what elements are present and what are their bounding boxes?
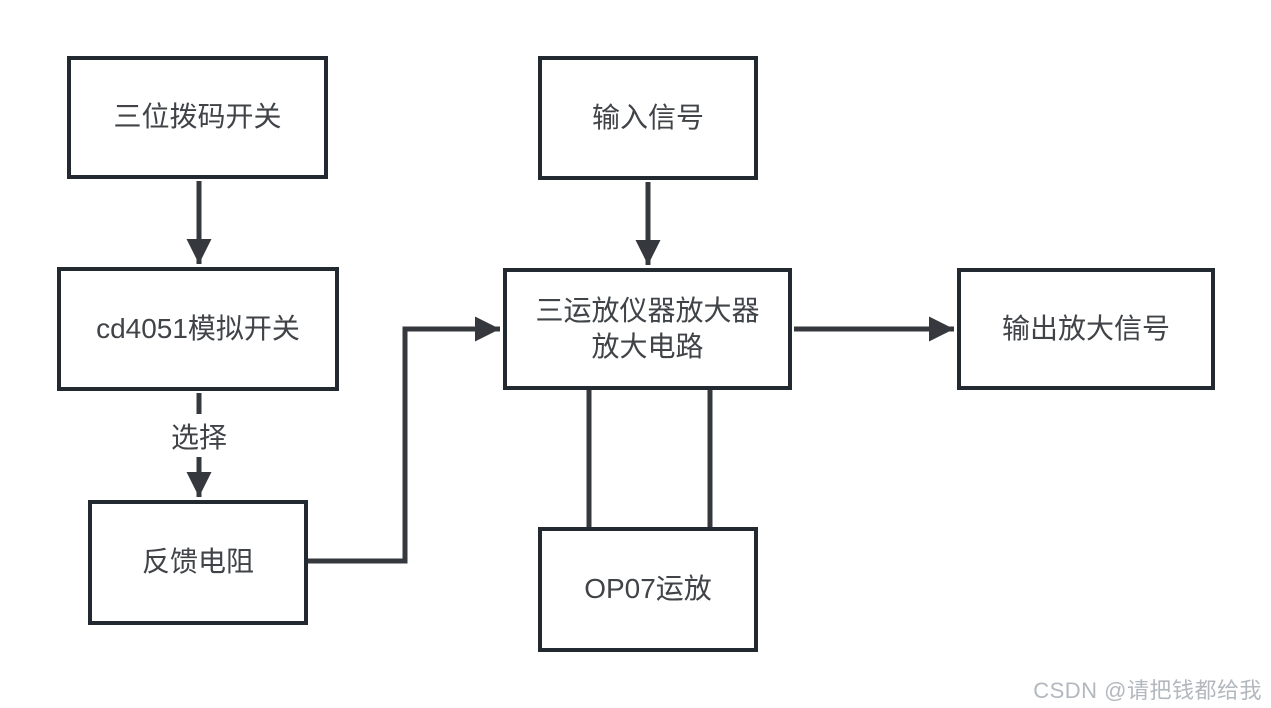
node-cd4051-label: cd4051模拟开关: [96, 312, 300, 344]
node-dip-switch: 三位拨码开关: [67, 56, 328, 179]
node-input-signal-label: 输入信号: [591, 101, 704, 133]
node-amplifier-label-line2: 放大电路: [591, 331, 704, 362]
node-op07-label: OP07运放: [584, 573, 712, 605]
node-output-signal: 输出放大信号: [957, 268, 1215, 390]
node-input-signal: 输入信号: [538, 56, 758, 180]
watermark: CSDN @请把钱都给我: [1033, 678, 1262, 703]
node-amplifier: 三运放仪器放大器 放大电路: [503, 268, 792, 390]
node-feedback-resistor: 反馈电阻: [88, 500, 308, 625]
node-feedback-resistor-label: 反馈电阻: [141, 546, 254, 578]
node-amplifier-label-line1: 三运放仪器放大器: [535, 294, 760, 326]
node-op07: OP07运放: [538, 527, 758, 652]
node-dip-switch-label: 三位拨码开关: [113, 101, 282, 133]
node-cd4051: cd4051模拟开关: [57, 267, 339, 391]
edge-feedback-to-amplifier: [306, 316, 500, 564]
node-output-signal-label: 输出放大信号: [1001, 312, 1170, 344]
edge-label-select: 选择: [170, 414, 228, 457]
